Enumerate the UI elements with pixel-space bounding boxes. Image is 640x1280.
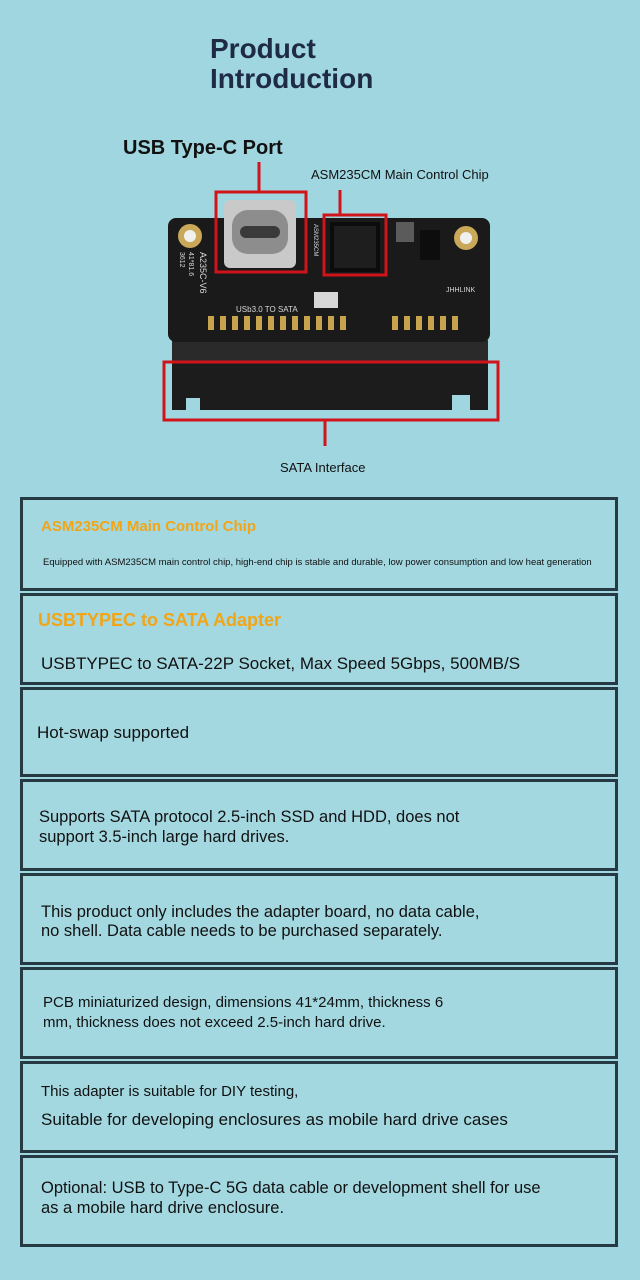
silkscreen-date2: 3612	[178, 252, 185, 268]
feature-text-line2: support 3.5-inch large hard drives.	[39, 828, 290, 846]
feature-panel-hot-swap: Hot-swap supported	[20, 687, 618, 777]
feature-text-line2: as a mobile hard drive enclosure.	[41, 1199, 285, 1217]
feature-text: Equipped with ASM235CM main control chip…	[43, 557, 592, 568]
silkscreen-brand: JHHLINK	[446, 287, 476, 294]
sata-connector-top	[172, 340, 488, 362]
crystal-oscillator	[314, 292, 338, 308]
feature-text-line1: Supports SATA protocol 2.5-inch SSD and …	[39, 808, 460, 826]
main-chip-label: ASM235CM Main Control Chip	[311, 167, 489, 182]
feature-text: USBTYPEC to SATA-22P Socket, Max Speed 5…	[41, 654, 521, 673]
sata-pins	[208, 316, 458, 330]
feature-text-line2: mm, thickness does not exceed 2.5-inch h…	[43, 1014, 386, 1031]
feature-panel-adapter: USBTYPEC to SATA Adapter USBTYPEC to SAT…	[20, 593, 618, 685]
silkscreen-chip-mark: ASM235CM	[312, 224, 318, 256]
sata-interface-label: SATA Interface	[280, 460, 366, 475]
feature-title: USBTYPEC to SATA Adapter	[38, 610, 282, 630]
feature-text-line1: PCB miniaturized design, dimensions 41*2…	[43, 994, 444, 1011]
feature-text: Hot-swap supported	[37, 723, 190, 742]
callout-boxes	[162, 190, 500, 422]
sata-connector	[172, 360, 488, 410]
feature-text-line1: This product only includes the adapter b…	[41, 903, 480, 921]
usb-port-label: USB Type-C Port	[123, 137, 283, 159]
adapter-board-illustration: USb3.0 TO SATA JHHLINK A235C-V6 41*81.6 …	[162, 162, 500, 446]
feature-title: ASM235CM Main Control Chip	[41, 518, 257, 535]
product-image: USb3.0 TO SATA JHHLINK A235C-V6 41*81.6 …	[0, 0, 640, 480]
feature-text-line1: Optional: USB to Type-C 5G data cable or…	[41, 1179, 541, 1197]
feature-panel-package: This product only includes the adapter b…	[20, 873, 618, 965]
feature-text-line2: Suitable for developing enclosures as mo…	[41, 1110, 508, 1129]
feature-panel-compatibility: Supports SATA protocol 2.5-inch SSD and …	[20, 779, 618, 871]
feature-text-line1: This adapter is suitable for DIY testing…	[41, 1083, 299, 1100]
page-title: Product Introduction	[210, 33, 374, 94]
feature-text-line2: no shell. Data cable needs to be purchas…	[41, 922, 443, 940]
feature-panel-design: PCB miniaturized design, dimensions 41*2…	[20, 967, 618, 1059]
feature-panel-main-chip: ASM235CM Main Control Chip Equipped with…	[20, 497, 618, 591]
silkscreen-usb-to-sata: USb3.0 TO SATA	[236, 305, 298, 314]
feature-panel-optional: Optional: USB to Type-C 5G data cable or…	[20, 1155, 618, 1247]
silkscreen-date1: 41*81.6	[187, 252, 194, 276]
silkscreen-model: A235C-V6	[198, 252, 208, 294]
callout-lines	[257, 162, 342, 446]
feature-panel-diy: This adapter is suitable for DIY testing…	[20, 1061, 618, 1153]
